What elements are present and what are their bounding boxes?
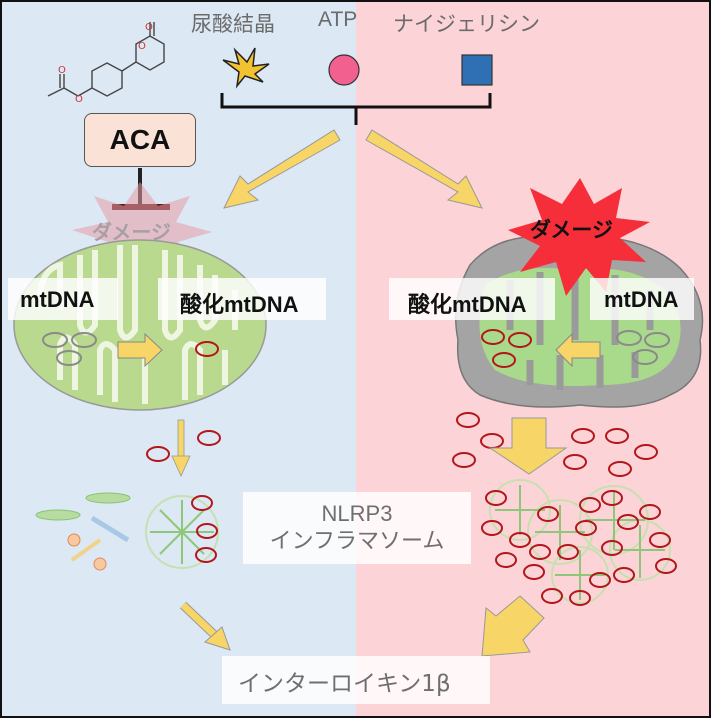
oxidized-mtdna-ring (575, 520, 597, 536)
oxidized-mtdna-ring (537, 506, 559, 522)
oxidized-mtdna-ring (481, 520, 503, 536)
damage-label-left: ダメージ (92, 220, 171, 244)
oxidized-mtdna-ring (495, 552, 517, 568)
mtdna-label-right: mtDNA (604, 287, 679, 312)
oxidized-mtdna-ring (529, 544, 551, 560)
arrow-to-il1b-right (481, 595, 545, 657)
oxidized-mtdna-ring (601, 540, 623, 556)
oxidized-mtdna-ring (589, 572, 611, 588)
crystal-icon (222, 47, 270, 89)
oxidized-mtdna-label-left: 酸化mtDNA (180, 292, 299, 317)
oxygen-atom: O (145, 22, 153, 33)
mtdna-box-right (590, 278, 694, 320)
stimulus-atp-label: ATP (318, 8, 358, 31)
oxidized-mtdna-box-left (158, 278, 326, 320)
oxidized-mtdna-ring (601, 490, 623, 506)
oxygen-atom: O (58, 65, 66, 76)
mtdna-label-box-left (8, 278, 118, 320)
oxidized-mtdna-ring (655, 558, 677, 574)
oxidized-mtdna-ring (579, 497, 601, 513)
oxidized-mtdna-ring (509, 532, 531, 548)
oxidized-mtdna-ring (649, 532, 671, 548)
damage-star-right (508, 178, 650, 296)
stimulus-uric-acid-label: 尿酸結晶 (191, 12, 275, 36)
oxidized-mtdna-right (452, 412, 658, 477)
small-arrow-left (171, 419, 191, 477)
nlrp3-inflammasome-label: NLRP3 インフラマソーム (243, 492, 471, 564)
oxidized-mtdna-ring (541, 588, 563, 604)
mtdna-label-left: mtDNA (20, 287, 95, 312)
oxidized-mtdna-box-right (389, 278, 555, 320)
oxidized-mtdna-ring (523, 564, 545, 580)
mitochondrion-left (13, 239, 267, 411)
big-arrow-down (488, 417, 568, 475)
arrow-left (223, 129, 341, 209)
oxidized-mtdna-left (146, 430, 221, 462)
circle-icon (328, 54, 360, 86)
conversion-arrow-left (117, 332, 163, 368)
nlrp3-line2: インフラマソーム (269, 529, 445, 554)
conversion-arrow-right (555, 332, 601, 368)
molecule-structure-icon (47, 22, 165, 97)
nlrp3-line1: NLRP3 (321, 501, 393, 526)
nlrp3-components-left (35, 492, 131, 571)
oxidized-mtdna-ring (617, 514, 639, 530)
arrow-to-il1b-left (179, 601, 231, 651)
il1b-label: インターロイキン1β (238, 671, 451, 697)
oxygen-atom: O (75, 94, 83, 105)
stimulus-nigericin-label: ナイジェリシン (393, 12, 540, 36)
inflammasome-cluster-right (489, 479, 671, 604)
oxidized-mtdna-cluster (481, 490, 677, 606)
oxidized-mtdna-ring (485, 490, 507, 506)
arrow-right (365, 129, 483, 209)
oxidized-mtdna-label-right: 酸化mtDNA (408, 292, 527, 317)
square-icon (461, 54, 493, 86)
damage-label-right: ダメージ (530, 218, 613, 242)
oxidized-mtdna-ring (557, 544, 579, 560)
bracket (220, 93, 492, 125)
oxidized-mtdna-ring (639, 504, 661, 520)
inflammasome-left (145, 495, 219, 569)
aca-box: ACA (84, 113, 196, 167)
oxygen-atom: O (138, 41, 146, 52)
il1b-box (222, 656, 490, 704)
oxidized-mtdna-ring (569, 590, 591, 606)
oxidized-mtdna-ring (613, 567, 635, 583)
